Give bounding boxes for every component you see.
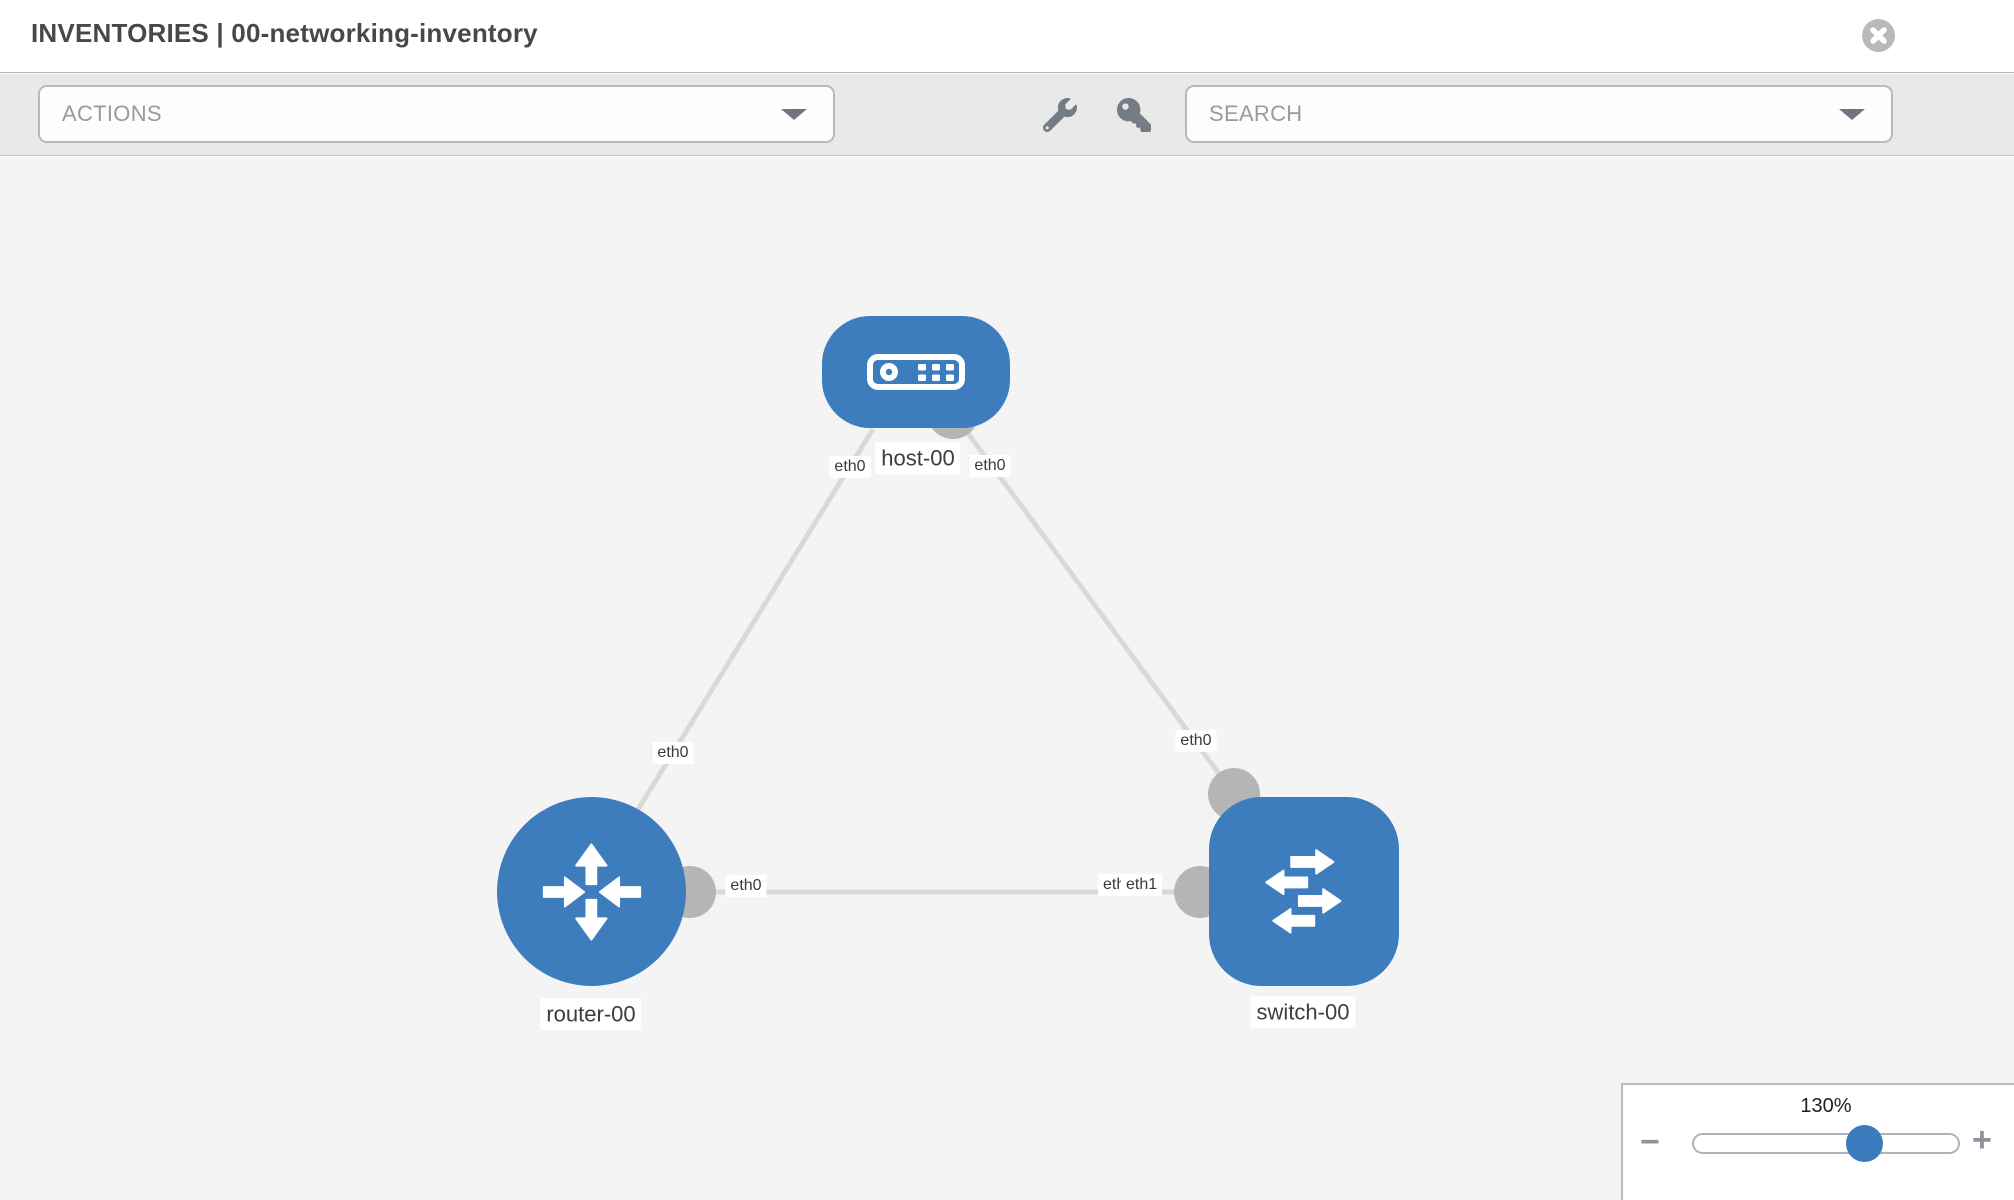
node-router-00[interactable]: [497, 797, 686, 986]
chevron-down-icon: [1839, 109, 1865, 121]
key-icon: [1117, 98, 1151, 132]
router-icon: [542, 842, 641, 941]
topology-graph: [634, 387, 1260, 918]
node-host-00[interactable]: [822, 316, 1010, 428]
zoom-in-button[interactable]: +: [1972, 1121, 1992, 1159]
zoom-panel: 130% − +: [1621, 1083, 2014, 1200]
iface-label-host-eth0-left: eth0: [829, 456, 871, 478]
zoom-slider[interactable]: [1692, 1125, 1960, 1162]
toolbar-tools: [1040, 74, 1154, 156]
iface-label-router-eth0-top: eth0: [652, 742, 694, 764]
close-icon: [1870, 27, 1887, 44]
switch-icon: [1265, 848, 1342, 934]
page-title: INVENTORIES | 00-networking-inventory: [31, 18, 538, 48]
topology-canvas[interactable]: host-00 router-00 switch-00 eth0 eth0 et…: [0, 157, 2014, 1200]
search-dropdown[interactable]: SEARCH: [1185, 85, 1893, 143]
node-label-switch-00: switch-00: [1250, 996, 1356, 1028]
node-switch-00[interactable]: [1209, 797, 1399, 986]
host-icon: [867, 354, 965, 390]
close-button[interactable]: [1862, 19, 1895, 52]
node-label-host-00: host-00: [875, 442, 961, 474]
zoom-slider-handle[interactable]: [1846, 1125, 1883, 1162]
chevron-down-icon: [781, 109, 807, 121]
iface-label-host-eth0-right: eth0: [969, 455, 1011, 477]
zoom-out-button[interactable]: −: [1640, 1123, 1660, 1161]
actions-dropdown-label: ACTIONS: [62, 101, 162, 126]
header: INVENTORIES | 00-networking-inventory: [0, 0, 2014, 73]
search-dropdown-label: SEARCH: [1209, 101, 1303, 126]
actions-dropdown[interactable]: ACTIONS: [38, 85, 835, 143]
credentials-button[interactable]: [1114, 95, 1154, 135]
zoom-level: 130%: [1800, 1095, 1852, 1117]
node-label-router-00: router-00: [540, 998, 642, 1030]
wrench-icon: [1043, 98, 1077, 132]
iface-label-switch-eth1: eth1: [1121, 874, 1163, 896]
iface-label-switch-eth0-top: eth0: [1175, 730, 1217, 752]
configure-button[interactable]: [1040, 95, 1080, 135]
iface-label-router-eth0-right: eth0: [725, 875, 767, 897]
toolbar: ACTIONS SEARCH: [0, 74, 2014, 156]
